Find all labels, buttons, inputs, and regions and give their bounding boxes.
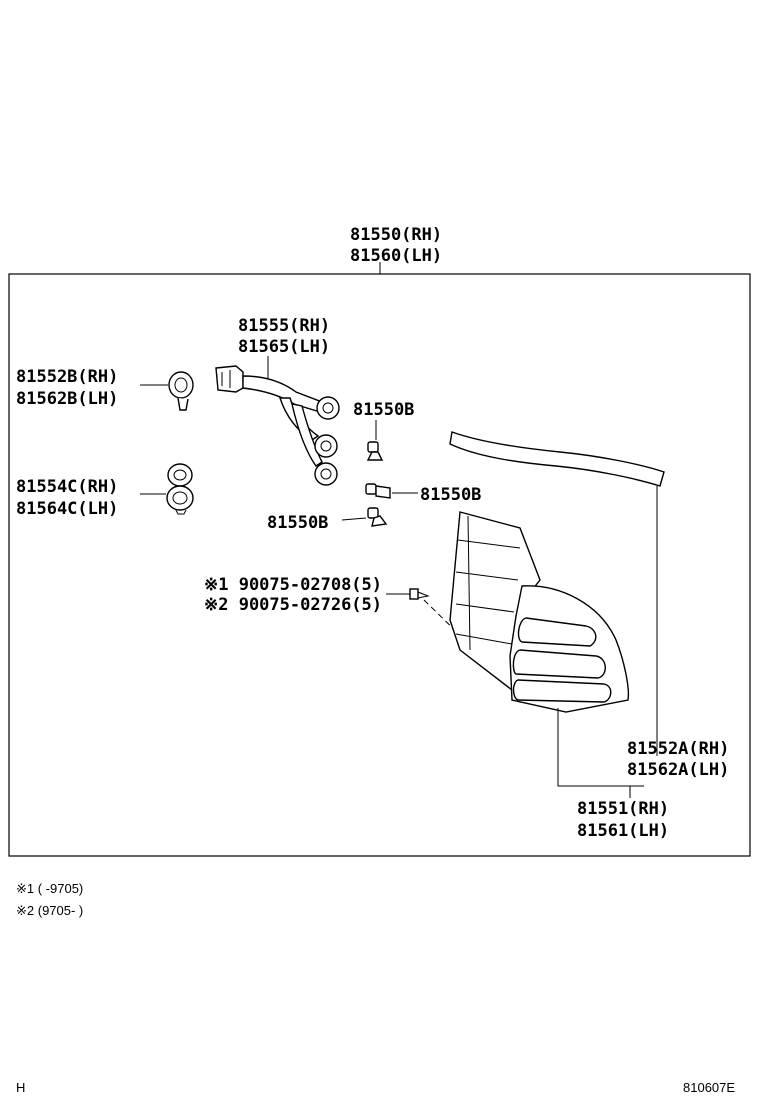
socket-b-label-lh: 81562B(LH) (16, 389, 118, 409)
socket-c-label-rh: 81554C(RH) (16, 477, 118, 497)
lens-label-rh: 81551(RH) (577, 799, 669, 819)
socket-c-part (166, 463, 194, 515)
lens-leader (557, 708, 644, 787)
gasket-label-lh: 81562A(LH) (627, 760, 729, 780)
assembly-label-rh: 81550(RH) (350, 225, 442, 245)
bulb-label-3: 81550B (267, 513, 328, 533)
screw-note-2: ※2 90075-02726(5) (204, 595, 382, 615)
bulb-1 (366, 441, 384, 461)
footnote-2: ※2 (9705- ) (16, 903, 83, 918)
screw-note-1: ※1 90075-02708(5) (204, 575, 382, 595)
socket-b-label-rh: 81552B(RH) (16, 367, 118, 387)
gasket-label-rh: 81552A(RH) (627, 739, 729, 759)
bulb-label-1: 81550B (353, 400, 414, 420)
bulb-leader-3 (341, 517, 367, 521)
lens-label-lh: 81561(LH) (577, 821, 669, 841)
socket-wire-label-lh: 81565(LH) (238, 337, 330, 357)
gasket-strip (449, 431, 665, 487)
socket-wire-label-rh: 81555(RH) (238, 316, 330, 336)
socket-b-part (168, 371, 194, 411)
footnote-1: ※1 ( -9705) (16, 881, 83, 896)
bulb-3 (367, 507, 388, 527)
bulb-2 (365, 483, 391, 499)
lamp-lens (509, 585, 630, 713)
socket-c-label-lh: 81564C(LH) (16, 499, 118, 519)
footer-right-code: 810607E (683, 1080, 735, 1095)
bulb-label-2: 81550B (420, 485, 481, 505)
assembly-label-lh: 81560(LH) (350, 246, 442, 266)
footer-left-code: H (16, 1080, 25, 1095)
screw-part (409, 588, 430, 600)
socket-wire-harness (215, 365, 340, 486)
